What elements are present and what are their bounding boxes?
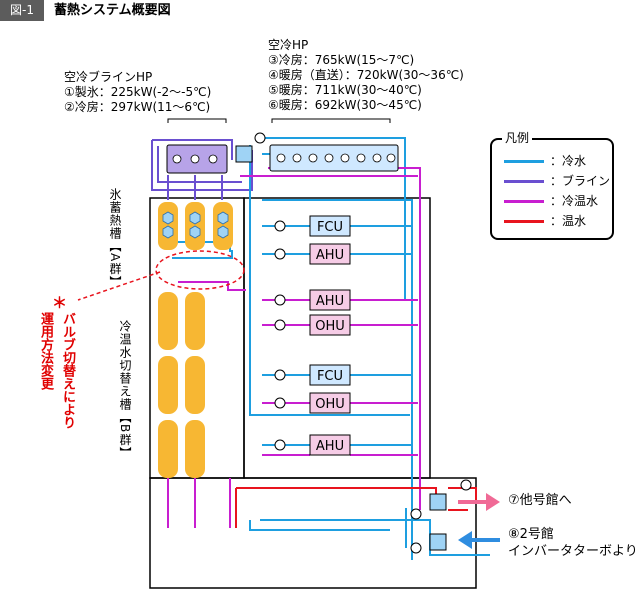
switch-tank-label: 冷温水切替え槽【B群】 (118, 320, 132, 460)
legend-label-brine: ：ブライン (550, 174, 611, 188)
out-arrow-icon (458, 493, 500, 511)
note-asterisk: ＊ (52, 294, 68, 312)
unit-box (309, 392, 351, 414)
legend-swatch-brine (504, 180, 544, 183)
unit-label: OHU (315, 397, 345, 412)
input-label-1: ⑧2号館 (508, 527, 554, 542)
air-hp-spec-6: ⑥暖房：692kW(30～45℃) (268, 98, 422, 112)
brine-piping (151, 139, 253, 200)
unit-label: AHU (316, 439, 344, 454)
figure-title: 蓄熱システム概要図 (54, 3, 171, 18)
tank-area-frame (149, 197, 245, 479)
unit-label: AHU (316, 294, 344, 309)
brine-hp-bracket (167, 118, 227, 123)
unit-label: FCU (317, 369, 343, 384)
legend-swatch-hot (504, 220, 544, 223)
air-hp-bracket (271, 118, 391, 123)
brine-hp-ice-spec: ①製氷：225kW(-2～-5℃) (64, 85, 212, 99)
pump-icon (460, 479, 472, 491)
unit-label: FCU (317, 220, 343, 235)
legend-swatch-chilled (504, 160, 544, 163)
legend-swatch-coldhot (504, 200, 544, 203)
air-hp-title: 空冷HP (268, 38, 309, 52)
switching-tanks (158, 292, 205, 478)
input-label-2: インバータターボより (508, 544, 638, 559)
air-hp-spec-5: ⑤暖房：711kW(30～40℃) (268, 83, 422, 97)
coldhot-piping (167, 167, 421, 528)
note-line-1: バルブ切替えにより (60, 312, 75, 429)
in-arrow-icon (458, 531, 500, 549)
unit-box (309, 289, 351, 311)
note-leader-line (77, 271, 161, 301)
air-hp-units (269, 144, 399, 172)
output-label: ⑦他号館へ (508, 493, 572, 508)
unit-boxes: FCU AHU AHU OHU FCU OHU AHU (309, 215, 351, 456)
brine-hp-title: 空冷ブラインHP (64, 70, 153, 84)
valve-highlight (155, 250, 245, 290)
legend-label-coldhot: ：冷温水 (550, 194, 599, 208)
unit-box (309, 314, 351, 336)
legend-label-chilled: ：冷水 (550, 154, 587, 168)
brine-hp-units (166, 144, 228, 174)
legend-label-hot: ：温水 (550, 214, 587, 228)
unit-label: OHU (315, 319, 345, 334)
unit-box (309, 434, 351, 456)
air-hp-spec-3: ③冷房：765kW(15～7℃) (268, 53, 415, 67)
machine-room-frame (149, 477, 477, 589)
unit-box (309, 364, 351, 386)
heat-exchanger-in (429, 533, 447, 551)
ice-tank-label: 氷蓄熱槽【A群】 (108, 188, 122, 289)
brine-hp-cooling-spec: ②冷房：297kW(11～6℃) (64, 100, 211, 114)
legend-title: 凡例 (502, 131, 533, 145)
legend: 凡例 ：冷水 ：ブライン ：冷温水 ：温水 (490, 131, 614, 240)
ice-hex-icons (162, 211, 229, 239)
heat-exchanger-out (429, 493, 447, 511)
pump-icon (254, 132, 266, 144)
brine-heat-exchanger (235, 145, 253, 163)
air-hp-spec-4: ④暖房（直送）：720kW(30～36℃) (268, 68, 464, 82)
note-line-2: 運用方法変更 (38, 312, 53, 390)
unit-label: AHU (316, 248, 344, 263)
figure-tag: 図-1 (0, 0, 44, 21)
unit-box (309, 215, 351, 237)
pump-icons (274, 220, 422, 554)
unit-box (309, 243, 351, 265)
